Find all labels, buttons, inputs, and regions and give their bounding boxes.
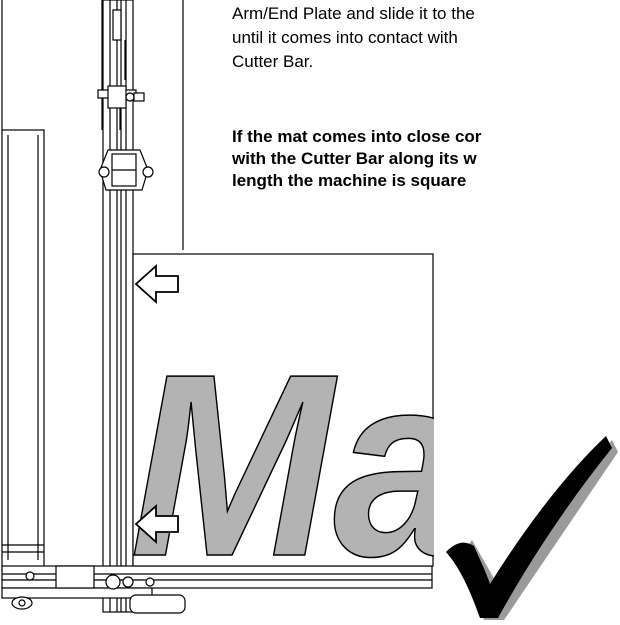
upper-bracket [97, 85, 145, 130]
base-rail [1, 565, 433, 614]
arrow-left-icon [134, 503, 179, 545]
note-line: length the machine is square [232, 171, 467, 190]
machine-frame [1, 0, 184, 250]
instruction-line: until it comes into contact with [232, 28, 458, 47]
square-check-note: If the mat comes into close cor with the… [232, 126, 620, 192]
mat-sheet: Mat [129, 250, 620, 612]
instruction-text: Arm/End Plate and slide it to the until … [232, 2, 620, 74]
side-panel [1, 129, 45, 571]
arrow-left-icon [134, 263, 179, 305]
note-line: If the mat comes into close cor [232, 127, 482, 146]
instruction-line: Arm/End Plate and slide it to the [232, 4, 475, 23]
instruction-line: Cutter Bar. [232, 52, 314, 71]
checkmark-icon [446, 436, 618, 620]
note-line: with the Cutter Bar along its w [232, 149, 477, 168]
carriage [98, 149, 154, 191]
